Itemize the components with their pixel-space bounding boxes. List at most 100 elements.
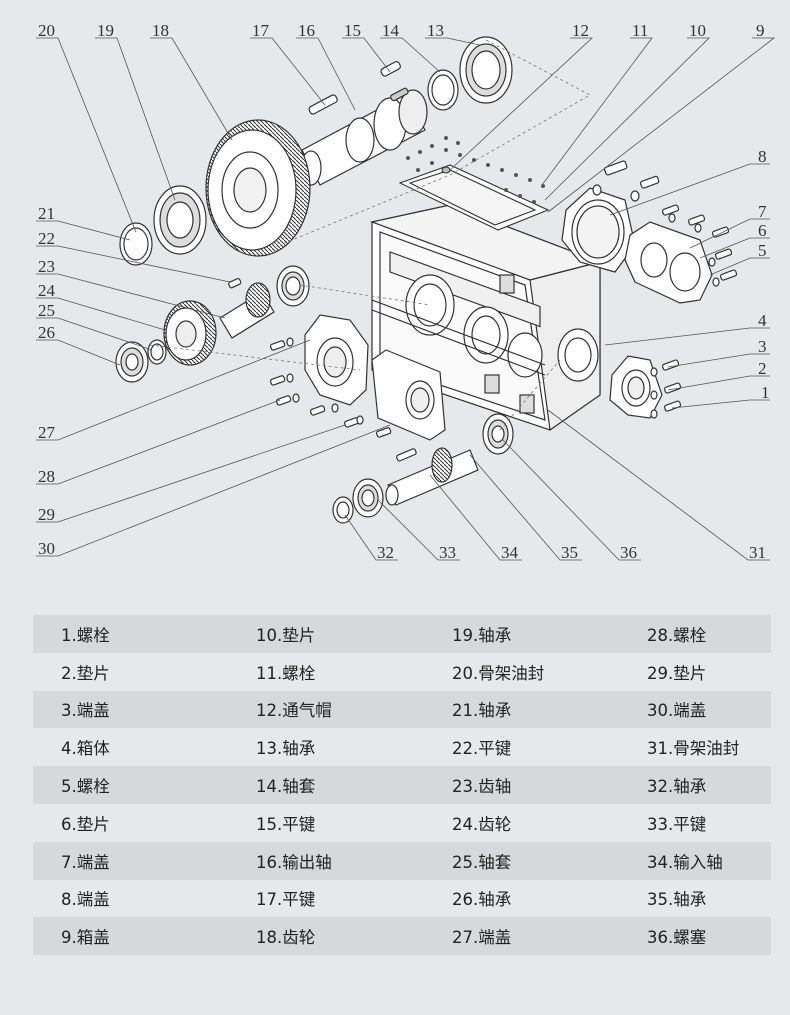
leader-lines [36,37,776,561]
oil-seal-20 [119,222,153,266]
table-cell: 28.螺栓 [619,615,771,653]
input-shaft-34 [385,447,479,506]
callout-33: 33 [439,543,456,562]
table-cell: 22.平键 [424,728,619,767]
callout-8: 8 [758,147,767,166]
table-cell: 18.齿轮 [228,917,424,956]
callout-29: 29 [38,505,55,524]
end-cover-3 [609,355,682,419]
table-cell: 35.轴承 [619,879,771,918]
table-cell: 36.螺塞 [619,917,771,956]
bearing-13 [459,36,513,104]
callout-31: 31 [749,543,766,562]
callout-36: 36 [620,543,637,562]
sleeve-14 [427,69,459,111]
callout-17: 17 [252,21,270,40]
table-cell: 10.垫片 [228,615,424,653]
table-cell: 4.箱体 [33,728,228,767]
table-cell: 7.端盖 [33,841,228,880]
table-cell: 1.螺栓 [33,615,228,653]
seal-32 [332,496,354,524]
table-row: 4.箱体 13.轴承 22.平键 31.骨架油封 [33,728,771,767]
gear-shaft-23 [219,277,275,339]
callout-20: 20 [38,21,55,40]
table-cell: 19.轴承 [424,615,619,653]
table-cell: 21.轴承 [424,690,619,729]
callout-26: 26 [38,323,55,342]
bearing-19 [153,185,207,255]
callout-34: 34 [501,543,519,562]
table-cell: 2.垫片 [33,652,228,691]
table-cell: 27.端盖 [424,917,619,956]
table-cell: 25.轴套 [424,841,619,880]
table-cell: 24.齿轮 [424,803,619,842]
table-row: 9.箱盖 18.齿轮 27.端盖 36.螺塞 [33,917,771,956]
table-cell: 12.通气帽 [228,690,424,729]
table-cell: 5.螺栓 [33,766,228,804]
callout-10: 10 [689,21,706,40]
table-cell: 30.端盖 [619,690,771,729]
table-cell: 13.轴承 [228,728,424,767]
callout-21: 21 [38,204,55,223]
table-row: 6.垫片 15.平键 24.齿轮 33.平键 [33,803,771,842]
table-cell: 33.平键 [619,803,771,842]
end-cover-30 [309,349,446,441]
key-15 [380,61,401,77]
key-17 [308,94,338,115]
table-row: 8.端盖 17.平键 26.轴承 35.轴承 [33,879,771,918]
table-cell: 15.平键 [228,803,424,842]
table-cell: 31.骨架油封 [619,728,771,767]
bearing-26 [115,341,149,383]
table-cell: 29.垫片 [619,652,771,691]
callout-6: 6 [758,221,767,240]
callout-23: 23 [38,257,55,276]
callout-16: 16 [298,21,315,40]
callout-7: 7 [758,202,767,221]
callout-19: 19 [97,21,114,40]
table-cell: 20.骨架油封 [424,652,619,691]
callout-1: 1 [761,383,770,402]
table-cell: 14.轴套 [228,766,424,804]
table-cell: 32.轴承 [619,766,771,804]
callout-32: 32 [377,543,394,562]
callout-25: 25 [38,301,55,320]
table-row: 3.端盖 12.通气帽 21.轴承 30.端盖 [33,690,771,729]
callout-2: 2 [758,359,767,378]
callout-22: 22 [38,229,55,248]
key-22 [228,277,242,289]
bearing-33 [352,478,384,518]
table-row: 7.端盖 16.输出轴 25.轴套 34.输入轴 [33,841,771,880]
table-row: 5.螺栓 14.轴套 23.齿轴 32.轴承 [33,766,771,804]
callout-15: 15 [344,21,361,40]
callout-30: 30 [38,539,55,558]
gear-24 [163,300,217,366]
table-cell: 6.垫片 [33,803,228,842]
end-cover-27 [269,314,369,406]
large-gear-18 [205,119,311,257]
callout-27: 27 [38,423,56,442]
table-cell: 17.平键 [228,879,424,918]
table-cell: 3.端盖 [33,690,228,729]
assembly-guide-lines [149,39,591,431]
callout-13: 13 [427,21,444,40]
callout-5: 5 [758,241,767,260]
table-cell: 16.输出轴 [228,841,424,880]
callout-11: 11 [632,21,648,40]
callout-24: 24 [38,281,56,300]
end-cover-7 [624,204,738,304]
callout-18: 18 [152,21,169,40]
housing-cover-plate [398,136,550,231]
table-cell: 26.轴承 [424,879,619,918]
callout-14: 14 [382,21,400,40]
table-row: 2.垫片 11.螺栓 20.骨架油封 29.垫片 [33,652,771,691]
bearing-21 [276,265,310,307]
output-shaft-16 [300,61,428,186]
table-cell: 11.螺栓 [228,652,424,691]
callout-4: 4 [758,311,767,330]
callout-numbers: 1 2 3 4 5 6 7 8 9 10 11 12 13 14 15 16 1… [38,21,770,562]
callout-28: 28 [38,467,55,486]
sleeve-25 [147,339,167,365]
exploded-view-diagram: 1 2 3 4 5 6 7 8 9 10 11 12 13 14 15 16 1… [36,21,776,562]
table-cell: 8.端盖 [33,879,228,918]
callout-12: 12 [572,21,589,40]
